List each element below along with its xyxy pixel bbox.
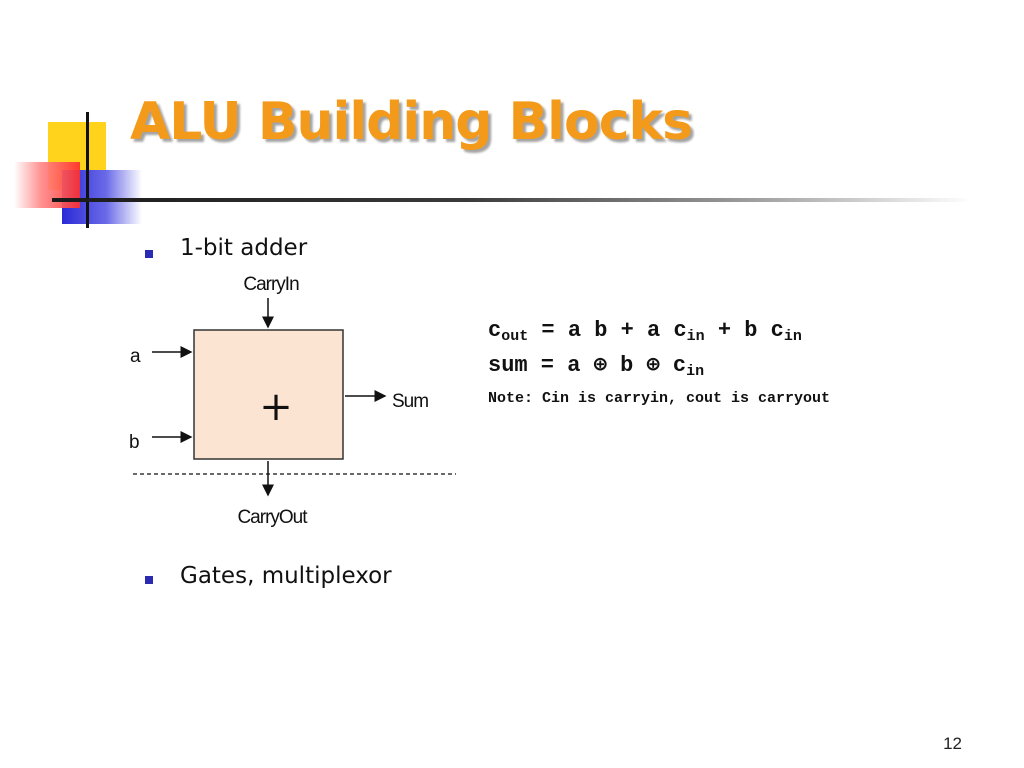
- input-a-label: a: [130, 346, 141, 367]
- page-number: 12: [943, 734, 962, 753]
- bullet-marker: [145, 576, 153, 584]
- carryout-label: CarryOut: [237, 507, 308, 528]
- cout-symbol: c: [488, 318, 502, 343]
- note-text: Note: Cin is carryin, cout is carryout: [488, 390, 831, 407]
- slide-title: ALU Building Blocks: [130, 92, 693, 152]
- cin-subscript-2: in: [783, 328, 802, 345]
- title-rule: [52, 198, 972, 202]
- sum-expression: sum = a ⊕ b ⊕ c: [488, 353, 687, 378]
- cout-expression-part1: = a b + a c: [528, 318, 687, 343]
- cin-subscript-1: in: [686, 328, 705, 345]
- bullet-item-1bit-adder: 1-bit adder: [180, 235, 308, 261]
- input-b-label: b: [129, 432, 139, 453]
- cout-expression-part2: + b c: [704, 318, 784, 343]
- sum-cin-subscript: in: [686, 363, 705, 380]
- adder-plus-symbol: +: [259, 384, 293, 430]
- adder-block: [193, 329, 344, 460]
- corner-decoration: [0, 0, 160, 240]
- cout-subscript: out: [501, 328, 529, 345]
- bullet-item-gates-multiplexor: Gates, multiplexor: [180, 563, 392, 589]
- carryin-label: CarryIn: [243, 274, 299, 295]
- deco-vertical-line: [86, 112, 89, 228]
- sum-equation: sum = a ⊕ b ⊕ cin: [488, 352, 704, 380]
- cout-equation: cout = a b + a cin + b cin: [488, 318, 802, 345]
- bullet-marker: [145, 250, 153, 258]
- sum-label: Sum: [392, 391, 428, 412]
